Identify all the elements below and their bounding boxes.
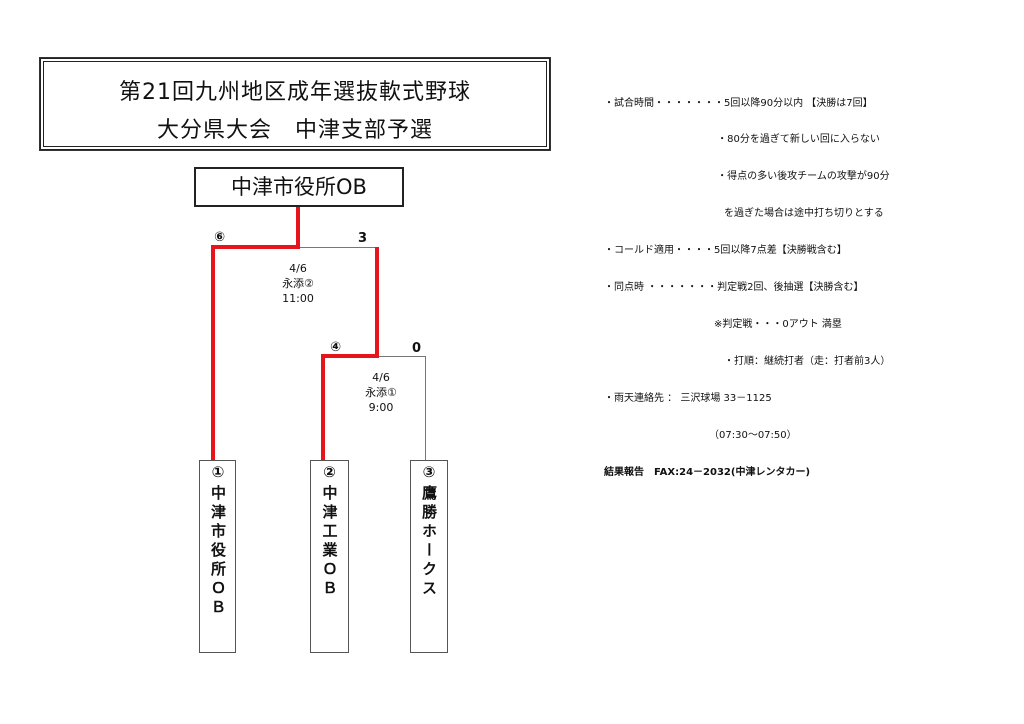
team-box-1: ①中津市役所ＯＢ — [199, 460, 236, 653]
champion-box: 中津市役所OB — [194, 167, 404, 207]
final-right-score: 3 — [358, 231, 368, 246]
semi-right-horizontal — [379, 356, 426, 357]
team-seed: ① — [209, 463, 227, 485]
note-line: ・コールド適用・・・・5回以降7点差【決勝戦含む】 — [604, 245, 847, 257]
rules-notes: ・試合時間・・・・・・・5回以降90分以内 【決勝は7回】 ・80分を過ぎて新し… — [604, 73, 890, 491]
final-date: 4/6 — [289, 262, 307, 275]
team-name: 中津市役所ＯＢ — [209, 485, 227, 618]
note-line: ・得点の多い後攻チームの攻撃が90分 — [604, 171, 890, 183]
final-left-score: ⑥ — [214, 230, 226, 245]
final-time: 11:00 — [282, 292, 314, 305]
team-name: 鷹勝ホークス — [420, 485, 438, 599]
note-line: ※判定戦・・・0アウト 満塁 — [604, 318, 842, 330]
team-box-2: ②中津工業ＯＢ — [310, 460, 349, 653]
final-venue: 永添② — [282, 277, 314, 290]
team-name: 中津工業ＯＢ — [320, 485, 339, 599]
title-line-2: 大分県大会 中津支部予選 — [156, 118, 433, 143]
semi-time: 9:00 — [368, 401, 394, 414]
final-winner-stem — [296, 207, 300, 249]
semi-right-vertical — [425, 356, 426, 460]
note-line: ・雨天連絡先 ： 三沢球場 33－1125 — [604, 392, 772, 404]
note-line: ・打順：継続打者（走：打者前3人） — [604, 355, 891, 367]
final-right-vertical — [375, 247, 379, 357]
semi-left-vertical — [321, 354, 325, 460]
team-seed: ③ — [420, 463, 438, 485]
team-box-3: ③鷹勝ホークス — [410, 460, 448, 653]
final-right-horizontal — [300, 247, 377, 248]
semi-venue: 永添① — [365, 386, 397, 399]
final-left-horizontal — [211, 245, 300, 249]
title-box: 第21回九州地区成年選抜軟式野球 大分県大会 中津支部予選 — [39, 57, 551, 151]
team-seed: ② — [320, 463, 339, 485]
semi-left-horizontal — [321, 354, 379, 358]
semi-right-score: 0 — [412, 341, 422, 356]
semi-date: 4/6 — [372, 371, 390, 384]
title-line-1: 第21回九州地区成年選抜軟式野球 — [119, 80, 471, 105]
result-report: 結果報告 FAX:24－2032(中津レンタカー) — [604, 466, 811, 478]
final-match-info: 4/6 永添② 11:00 — [268, 261, 328, 306]
semi-match-info: 4/6 永添① 9:00 — [351, 370, 411, 415]
final-left-vertical — [211, 245, 215, 460]
note-line: （07:30～07:50） — [604, 429, 797, 441]
note-line: ・80分を過ぎて新しい回に入らない — [604, 134, 880, 146]
note-line: ・同点時 ・・・・・・・判定戦2回、後抽選【決勝含む】 — [604, 282, 864, 294]
note-line: ・試合時間・・・・・・・5回以降90分以内 【決勝は7回】 — [604, 97, 873, 109]
note-line: を過ぎた場合は途中打ち切りとする — [604, 208, 884, 220]
semi-left-score: ④ — [330, 340, 342, 355]
